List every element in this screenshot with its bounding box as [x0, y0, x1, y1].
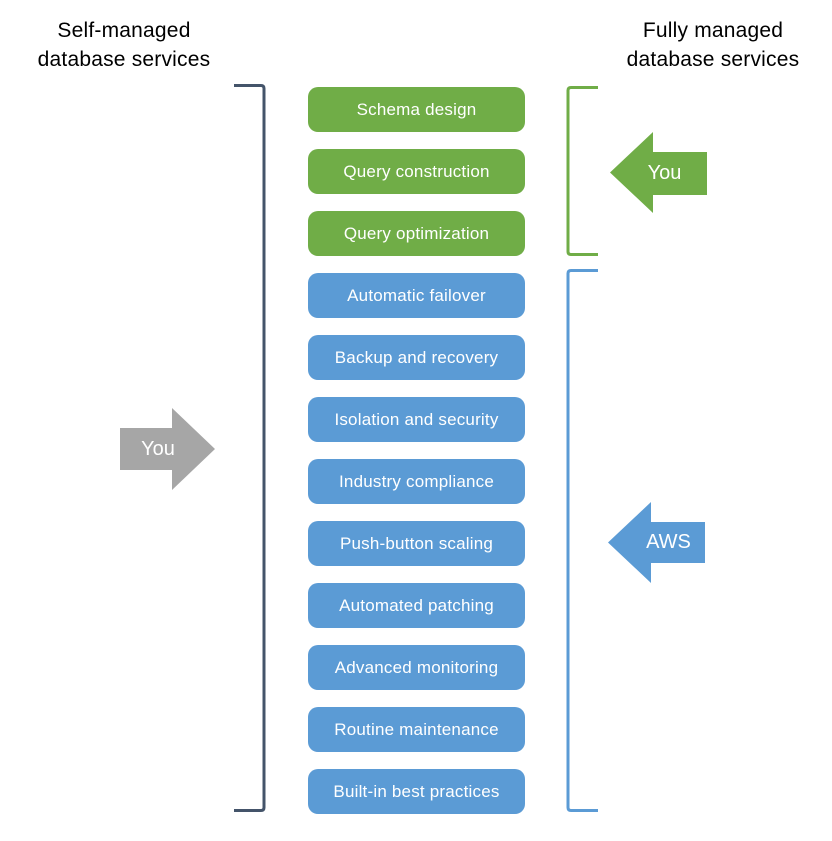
fully-managed-you-arrow-label: You: [647, 162, 682, 184]
task-box-backup-and-recovery: Backup and recovery: [308, 335, 525, 380]
right-title-line2: database services: [626, 48, 800, 71]
task-box-query-optimization: Query optimization: [308, 211, 525, 256]
task-box-routine-maintenance: Routine maintenance: [308, 707, 525, 752]
task-box-schema-design: Schema design: [308, 87, 525, 132]
fully-managed-you-bracket: [566, 86, 598, 256]
self-managed-bracket: [234, 84, 266, 812]
self-managed-you-arrow-label: You: [141, 437, 175, 460]
task-box-advanced-monitoring: Advanced monitoring: [308, 645, 525, 690]
fully-managed-you-arrow-icon: [610, 132, 707, 213]
right-title-line1: Fully managed: [642, 19, 784, 42]
task-box-industry-compliance: Industry compliance: [308, 459, 525, 504]
task-box-automated-patching: Automated patching: [308, 583, 525, 628]
task-box-push-button-scaling: Push-button scaling: [308, 521, 525, 566]
task-box-query-construction: Query construction: [308, 149, 525, 194]
left-title-line2: database services: [37, 48, 211, 71]
fully-managed-aws-arrow-label: AWS: [646, 531, 691, 553]
fully-managed-aws-bracket: [566, 269, 598, 812]
left-column-title: Self-managed database services: [10, 16, 238, 74]
task-box-isolation-and-security: Isolation and security: [308, 397, 525, 442]
task-box-built-in-best-practices: Built-in best practices: [308, 769, 525, 814]
right-column-title: Fully managed database services: [599, 16, 827, 74]
fully-managed-aws-arrow-icon: [608, 502, 705, 583]
task-box-automatic-failover: Automatic failover: [308, 273, 525, 318]
left-title-line1: Self-managed: [57, 19, 191, 42]
self-managed-you-arrow-icon: [120, 408, 215, 490]
